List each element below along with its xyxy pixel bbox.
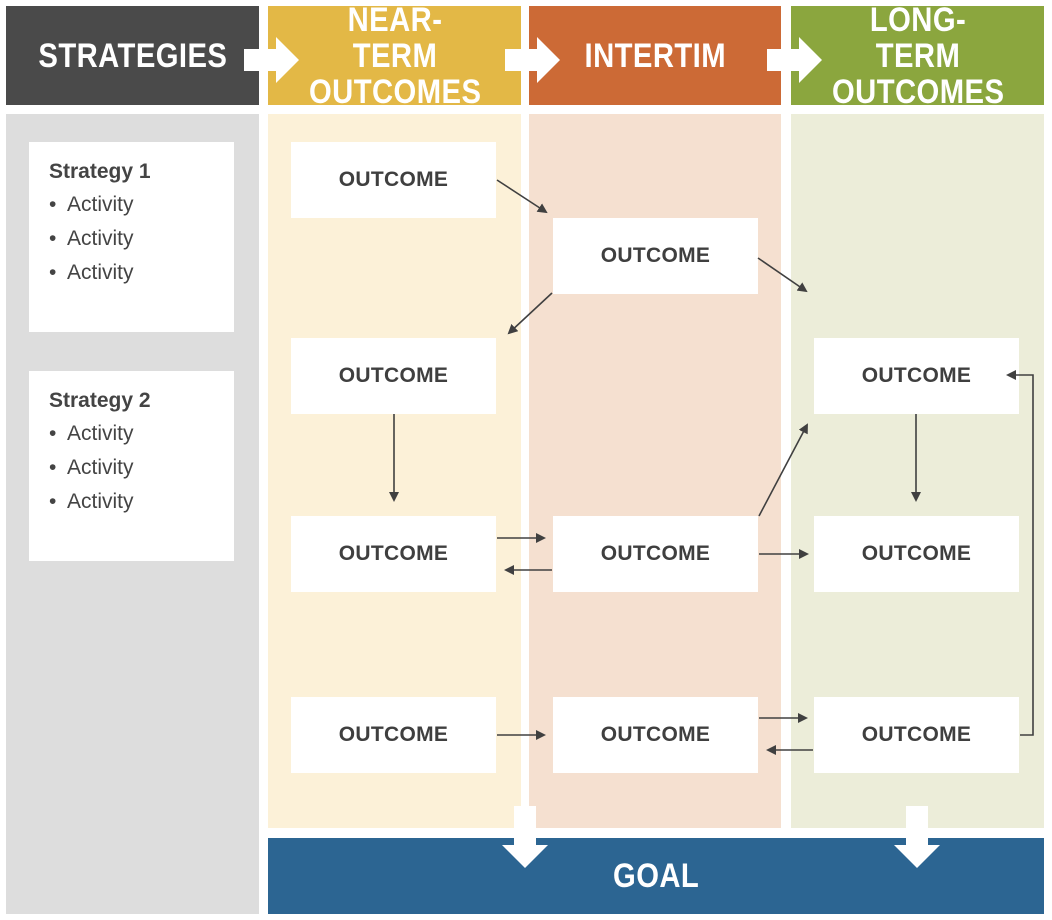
interim-outcome-2: OUTCOME [553,516,758,592]
near-term-outcome-1: OUTCOME [291,142,496,218]
activity-label: Activity [67,456,134,479]
interim-outcome-3: OUTCOME [553,697,758,773]
near-term-header-label: NEAR-TERM OUTCOMES [308,0,481,111]
activity-label: Activity [67,227,134,250]
near-term-outcome-2: OUTCOME [291,338,496,414]
activity-item: •Activity [49,456,134,479]
goal-label: GOAL [612,857,700,895]
interim-outcome-1: OUTCOME [553,218,758,294]
strategies-header-label: STRATEGIES [38,36,227,75]
interim-header-label: INTERTIM [584,36,726,75]
near-term-outcome-4: OUTCOME [291,697,496,773]
activity-item: •Activity [49,227,134,250]
long-term-outcome-1: OUTCOME [814,338,1019,414]
near-term-header: NEAR-TERM OUTCOMES [268,2,521,110]
strategy-title: Strategy 2 [49,389,151,412]
long-term-outcome-3: OUTCOME [814,697,1019,773]
activity-label: Activity [67,490,134,513]
goal-bar: GOAL [268,838,1044,914]
activity-label: Activity [67,422,134,445]
activity-item: •Activity [49,261,134,284]
long-term-header-label: LONG-TERM OUTCOMES [831,0,1004,111]
activity-label: Activity [67,261,134,284]
activity-item: •Activity [49,490,134,513]
activity-label: Activity [67,193,134,216]
interim-header: INTERTIM [529,6,781,105]
activity-item: •Activity [49,193,134,216]
strategies-header: STRATEGIES [6,6,259,105]
near-term-outcome-3: OUTCOME [291,516,496,592]
strategy-title: Strategy 1 [49,160,151,183]
activity-item: •Activity [49,422,134,445]
strategy-card-1: Strategy 1 •Activity •Activity •Activity [29,142,234,332]
strategy-card-2: Strategy 2 •Activity •Activity •Activity [29,371,234,561]
long-term-outcome-2: OUTCOME [814,516,1019,592]
long-term-header: LONG-TERM OUTCOMES [791,2,1044,110]
